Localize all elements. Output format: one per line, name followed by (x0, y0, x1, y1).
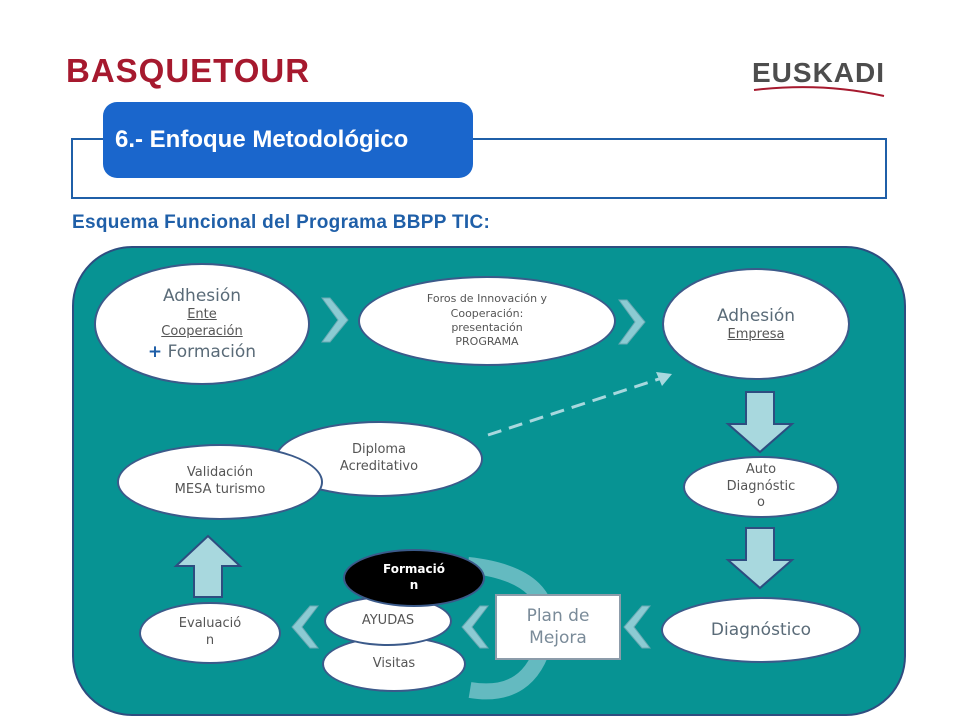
euskadi-swoosh-icon (753, 86, 885, 97)
chevron-left-icon (291, 605, 320, 649)
auto-diagnostico-node: Auto Diagnóstic o (683, 456, 839, 518)
adhesion-empresa-node: Adhesión Empresa (662, 268, 850, 380)
chevron-right-icon (618, 299, 646, 345)
validacion-line2: MESA turismo (174, 482, 266, 497)
chevron-left-icon (461, 605, 490, 649)
arrow-up-icon (173, 534, 243, 598)
formacion-line1: Formació (383, 562, 445, 577)
evaluacion-node: Evaluació n (139, 602, 281, 664)
plan-mejora-line1: Plan de (526, 605, 590, 626)
evaluacion-line1: Evaluació (178, 616, 242, 632)
adhesion-empresa-line1: Empresa (727, 326, 785, 342)
formacion-line2: n (409, 578, 419, 592)
adhesion-empresa-title: Adhesión (716, 305, 796, 326)
diploma-line1: Diploma (351, 442, 407, 458)
foros-line3: presentación (451, 321, 523, 334)
title-frame (71, 138, 887, 199)
adhesion-ente-line3: Formación (167, 341, 257, 362)
basquetour-logo: BASQUETOUR (66, 52, 311, 89)
chevron-right-icon (321, 297, 349, 343)
dashed-arrow (487, 376, 663, 437)
chevron-left-icon (623, 605, 652, 649)
auto-diagnostico-line1: Auto (745, 461, 777, 477)
adhesion-ente-line2: Cooperación (161, 324, 243, 339)
euskadi-logo: EUSKADI (752, 57, 886, 88)
diploma-line2: Acreditativo (339, 459, 419, 474)
ayudas-label: AYUDAS (361, 612, 415, 628)
dashed-arrowhead-icon (656, 372, 672, 386)
diagnostico-node: Diagnóstico (661, 597, 861, 663)
validacion-line1: Validación (186, 465, 254, 481)
diagnostico-label: Diagnóstico (710, 619, 812, 640)
diagram-subtitle: Esquema Funcional del Programa BBPP TIC: (72, 212, 491, 233)
foros-line2: Cooperación: (450, 306, 524, 320)
formacion-node: Formació n (343, 549, 485, 607)
foros-node: Foros de Innovación y Cooperación: prese… (358, 276, 616, 366)
visitas-label: Visitas (372, 655, 416, 671)
plan-mejora-node: Plan de Mejora (495, 594, 621, 660)
plan-mejora-line2: Mejora (529, 628, 587, 648)
evaluacion-line2: n (205, 633, 215, 648)
auto-diagnostico-line2: Diagnóstic (726, 478, 796, 494)
arrow-down-icon (725, 391, 795, 454)
auto-diagnostico-line3: o (757, 495, 765, 511)
adhesion-ente-line1: Ente (187, 307, 217, 323)
foros-line4: PROGRAMA (455, 335, 519, 349)
adhesion-ente-plus: + (147, 341, 163, 362)
adhesion-ente-title: Adhesión (162, 286, 242, 307)
foros-line1: Foros de Innovación y (426, 292, 548, 306)
adhesion-ente-node: Adhesión Ente Cooperación + Formación (94, 263, 310, 385)
arrow-down-icon (725, 527, 795, 590)
validacion-node: Validación MESA turismo (117, 444, 323, 520)
section-title: 6.- Enfoque Metodológico (103, 102, 473, 178)
